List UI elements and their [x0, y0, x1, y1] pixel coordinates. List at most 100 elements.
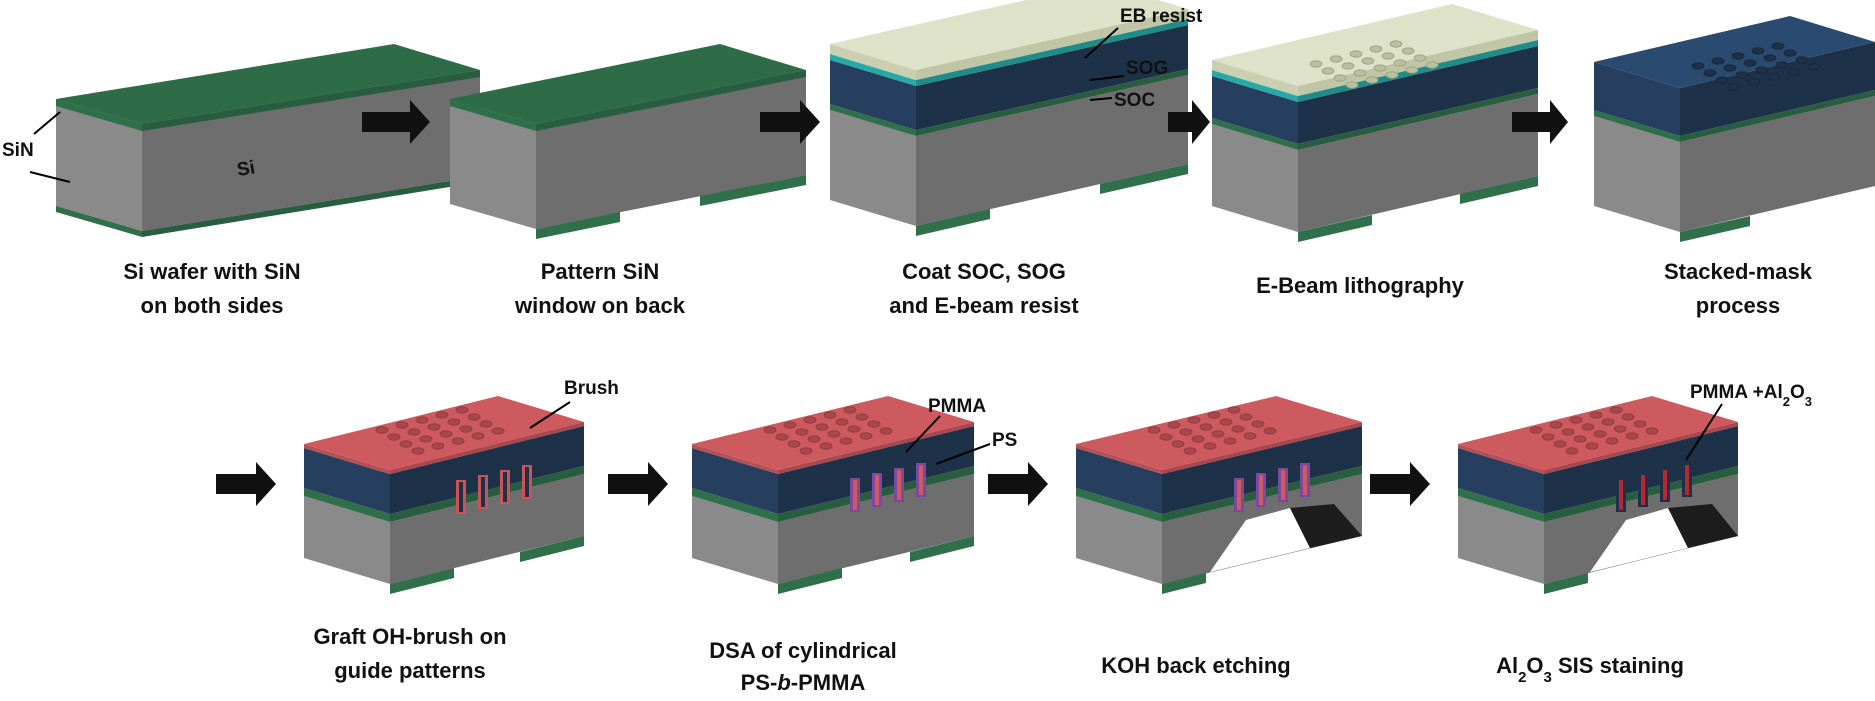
step-9-caption-1: Al2O3 SIS staining: [1496, 653, 1684, 686]
pore-hole: [839, 437, 853, 445]
pore-hole: [1573, 435, 1587, 443]
pore-hole: [1361, 57, 1375, 65]
resist-hole-array: [1309, 40, 1439, 89]
si-front-face: [304, 496, 390, 584]
pore-hole: [1783, 49, 1797, 57]
sin-window-right-pad: [910, 536, 974, 562]
eb-resist-pointer: [1084, 27, 1119, 59]
pmma-domain-array: [763, 406, 893, 455]
pore-hole: [1711, 57, 1725, 65]
brush-coated-pores: [456, 465, 532, 514]
sog-pointer: [1089, 75, 1125, 81]
koh-etch-cavity: [1590, 508, 1688, 572]
pore-hole: [439, 430, 453, 438]
pore-hole: [459, 425, 473, 433]
sin-bottom-front: [56, 206, 142, 237]
step-5-stacked-mask: [1594, 16, 1875, 242]
soc-right-face: [778, 426, 974, 514]
pore-hole: [1723, 64, 1737, 72]
sin-right: [1680, 90, 1875, 142]
arrow-2-to-3: [760, 100, 820, 144]
pore-hole: [1565, 447, 1579, 455]
pore-hole: [407, 428, 421, 436]
si-right-face: [1680, 96, 1875, 232]
pore-hole: [1171, 440, 1185, 448]
pore-hole: [1353, 69, 1367, 77]
sin-window-right-pad: [520, 536, 584, 562]
pore-hole: [807, 435, 821, 443]
pore-hole: [1413, 54, 1427, 62]
brush-pointer: [529, 401, 571, 429]
pore-hole: [1405, 66, 1419, 74]
pore-hole: [375, 426, 389, 434]
pore-hole: [1239, 413, 1253, 421]
pore-hole: [399, 440, 413, 448]
cylinder-core: [853, 480, 857, 510]
soc-right-face: [1544, 426, 1738, 514]
step-7-dsa: [692, 396, 974, 594]
pore-hole: [1389, 40, 1403, 48]
pore-hole: [1645, 427, 1659, 435]
pore-hole: [1243, 432, 1257, 440]
step-7-caption-2: PS-b-PMMA: [741, 670, 866, 695]
brush-right-strip: [1162, 422, 1362, 474]
pore-hole: [1731, 52, 1745, 60]
resist-right: [916, 9, 1188, 80]
sin-window-left-pad: [778, 568, 842, 594]
pore-hole: [1605, 437, 1619, 445]
pore-hole: [859, 432, 873, 440]
pore-hole: [1795, 56, 1809, 64]
pore-hole: [1593, 430, 1607, 438]
pore-hole: [419, 435, 433, 443]
pore-hole: [1581, 423, 1595, 431]
pore-hole: [1727, 83, 1741, 91]
wafer-front-face: [450, 99, 536, 229]
sin-window-left-pad: [390, 568, 454, 594]
pore-hole: [1609, 406, 1623, 414]
soc-top-face: [1594, 16, 1875, 88]
si-front-face: [1212, 124, 1298, 232]
pore-hole: [387, 433, 401, 441]
pore-hole: [479, 420, 493, 428]
brush-front-strip: [1458, 444, 1544, 474]
pore-hole: [455, 406, 469, 414]
si-right-face: [390, 474, 584, 584]
pore-hole: [1231, 425, 1245, 433]
pore-hole: [1329, 55, 1343, 63]
sin-front: [1212, 118, 1298, 150]
cylinder-core: [875, 475, 879, 505]
eb-resist-label: EB resist: [1120, 6, 1203, 27]
pore-hole: [1621, 413, 1635, 421]
koh-etch-shadow: [1668, 504, 1738, 548]
sin-window-left-pad: [1298, 215, 1372, 242]
si-front-face: [1076, 496, 1162, 584]
brush-right-strip: [1544, 422, 1738, 474]
sin-top-front: [450, 99, 536, 131]
pore-hole: [427, 423, 441, 431]
sin-pointer-top: [33, 111, 61, 135]
ps-pointer: [935, 443, 991, 465]
pore-hole: [799, 447, 813, 455]
pore-hole: [1385, 71, 1399, 79]
arrow-4-to-5: [1512, 100, 1568, 144]
pore-hole: [867, 420, 881, 428]
step-6-caption-1: Graft OH-brush on: [313, 624, 506, 649]
cylinder-core: [481, 477, 485, 507]
pore-hole: [435, 411, 449, 419]
pmma-domain-array: [1147, 406, 1277, 455]
soc-label: SOC: [1114, 90, 1155, 111]
soc-pointer: [1089, 97, 1113, 101]
si-front-face: [692, 496, 778, 584]
soc-front-face: [1076, 448, 1162, 514]
pore-hole: [415, 416, 429, 424]
pore-hole: [787, 440, 801, 448]
resist-top-face: [1212, 4, 1538, 86]
sin-front: [304, 488, 390, 522]
pore-hole: [763, 426, 777, 434]
step-3-caption-1: Coat SOC, SOG: [902, 259, 1066, 284]
cylinder-core: [1685, 465, 1689, 495]
si-front-face: [1458, 496, 1544, 584]
arrow-5-to-6: [216, 462, 276, 506]
